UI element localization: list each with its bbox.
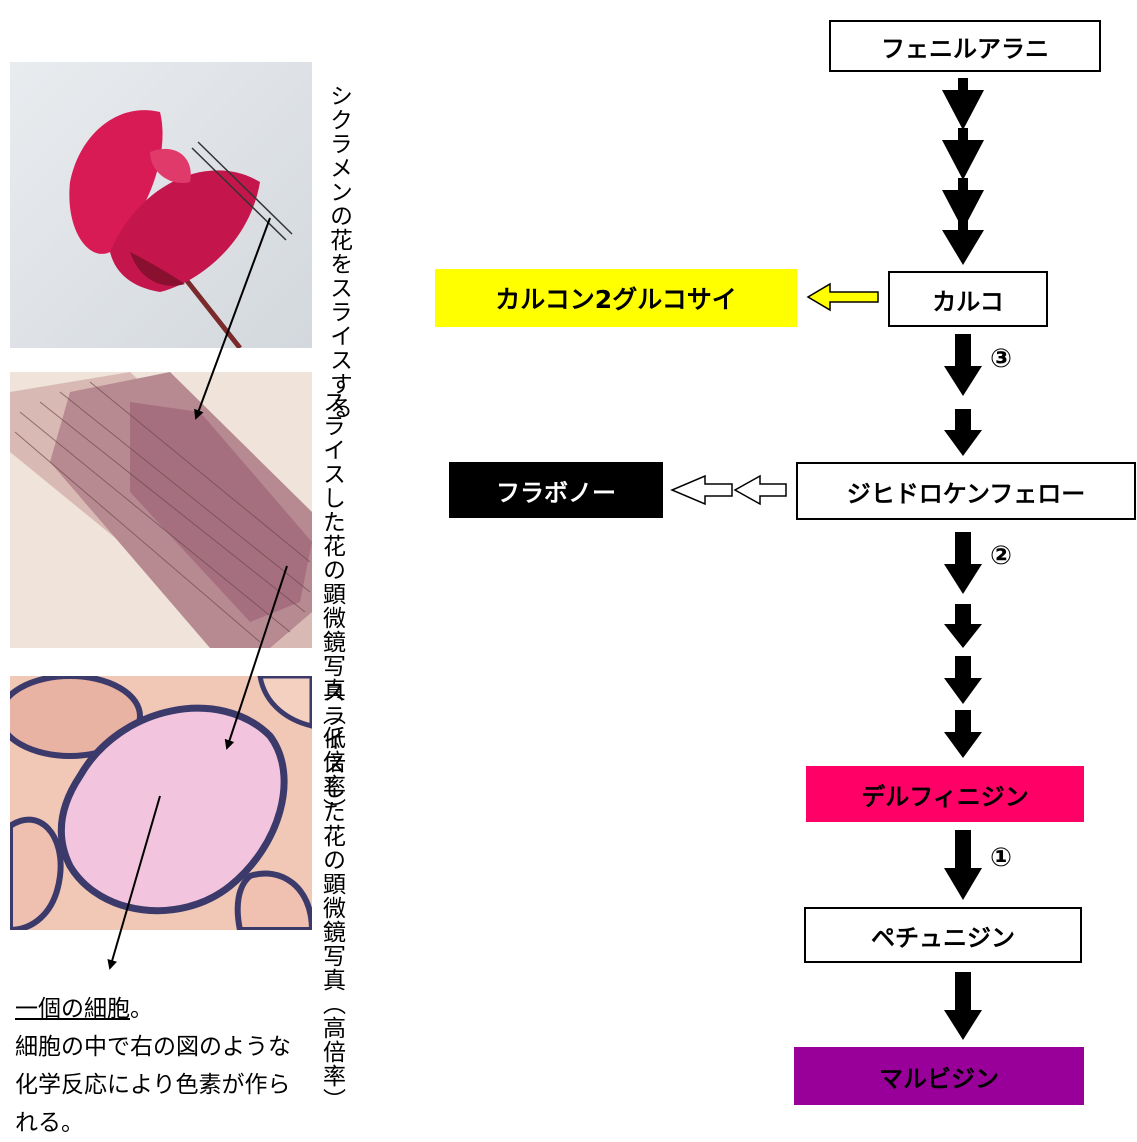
arrow-petunidin-to-malvidin <box>944 972 982 1040</box>
arrow-chain-phenylalanine-to-chalcone <box>942 78 984 265</box>
step-1-label: ① <box>990 843 1013 873</box>
step-3-label: ③ <box>990 344 1013 374</box>
malvidin-box: マルビジン <box>794 1047 1084 1105</box>
thin-arrow-flower-to-low <box>194 217 271 420</box>
arrow-step-3 <box>944 334 982 396</box>
arrow-step-1 <box>944 830 982 900</box>
cell-description-line-2: 化学反応により色素が作ら <box>15 1072 291 1098</box>
flavonol-box: フラボノー <box>449 462 663 518</box>
dihydrokaempferol-box: ジヒドロケンフェロー <box>796 462 1136 520</box>
arrow-chalcone-to-glucoside <box>806 282 879 312</box>
high-magnification-cells <box>10 676 312 930</box>
arrow-dihydrokaempferol-to-flavonol <box>670 474 787 506</box>
chalcone-glucoside-box: カルコン2グルコサイ <box>435 269 797 327</box>
low-magnification-tissue <box>10 372 312 648</box>
phenylalanine-box: フェニルアラニ <box>829 20 1101 72</box>
high-magnification-micrograph <box>10 676 312 930</box>
cell-description: 一個の細胞。 細胞の中で右の図のような 化学反応により色素が作ら れる。 <box>15 990 291 1142</box>
cyclamen-flower-photo <box>10 62 312 348</box>
cell-title: 一個の細胞 <box>15 996 130 1022</box>
delphinidin-box: デルフィニジン <box>806 766 1084 822</box>
cyclamen-flower-illustration <box>69 110 293 348</box>
low-magnification-micrograph <box>10 372 312 648</box>
arrow-step-2 <box>944 532 982 594</box>
thin-arrow-high-to-cell <box>107 795 161 970</box>
step-2-label: ② <box>990 541 1013 571</box>
arrow-chain-to-delphinidin <box>944 604 982 758</box>
cell-description-line-1: 細胞の中で右の図のような <box>15 1034 291 1060</box>
chalcone-box: カルコ <box>888 271 1048 327</box>
arrow-into-dihydrokaempferol <box>944 409 982 456</box>
cell-title-suffix: 。 <box>130 996 153 1022</box>
petunidin-box: ペチュニジン <box>804 907 1082 963</box>
cell-description-line-3: れる。 <box>15 1110 84 1136</box>
thin-arrow-low-to-high <box>224 565 288 750</box>
